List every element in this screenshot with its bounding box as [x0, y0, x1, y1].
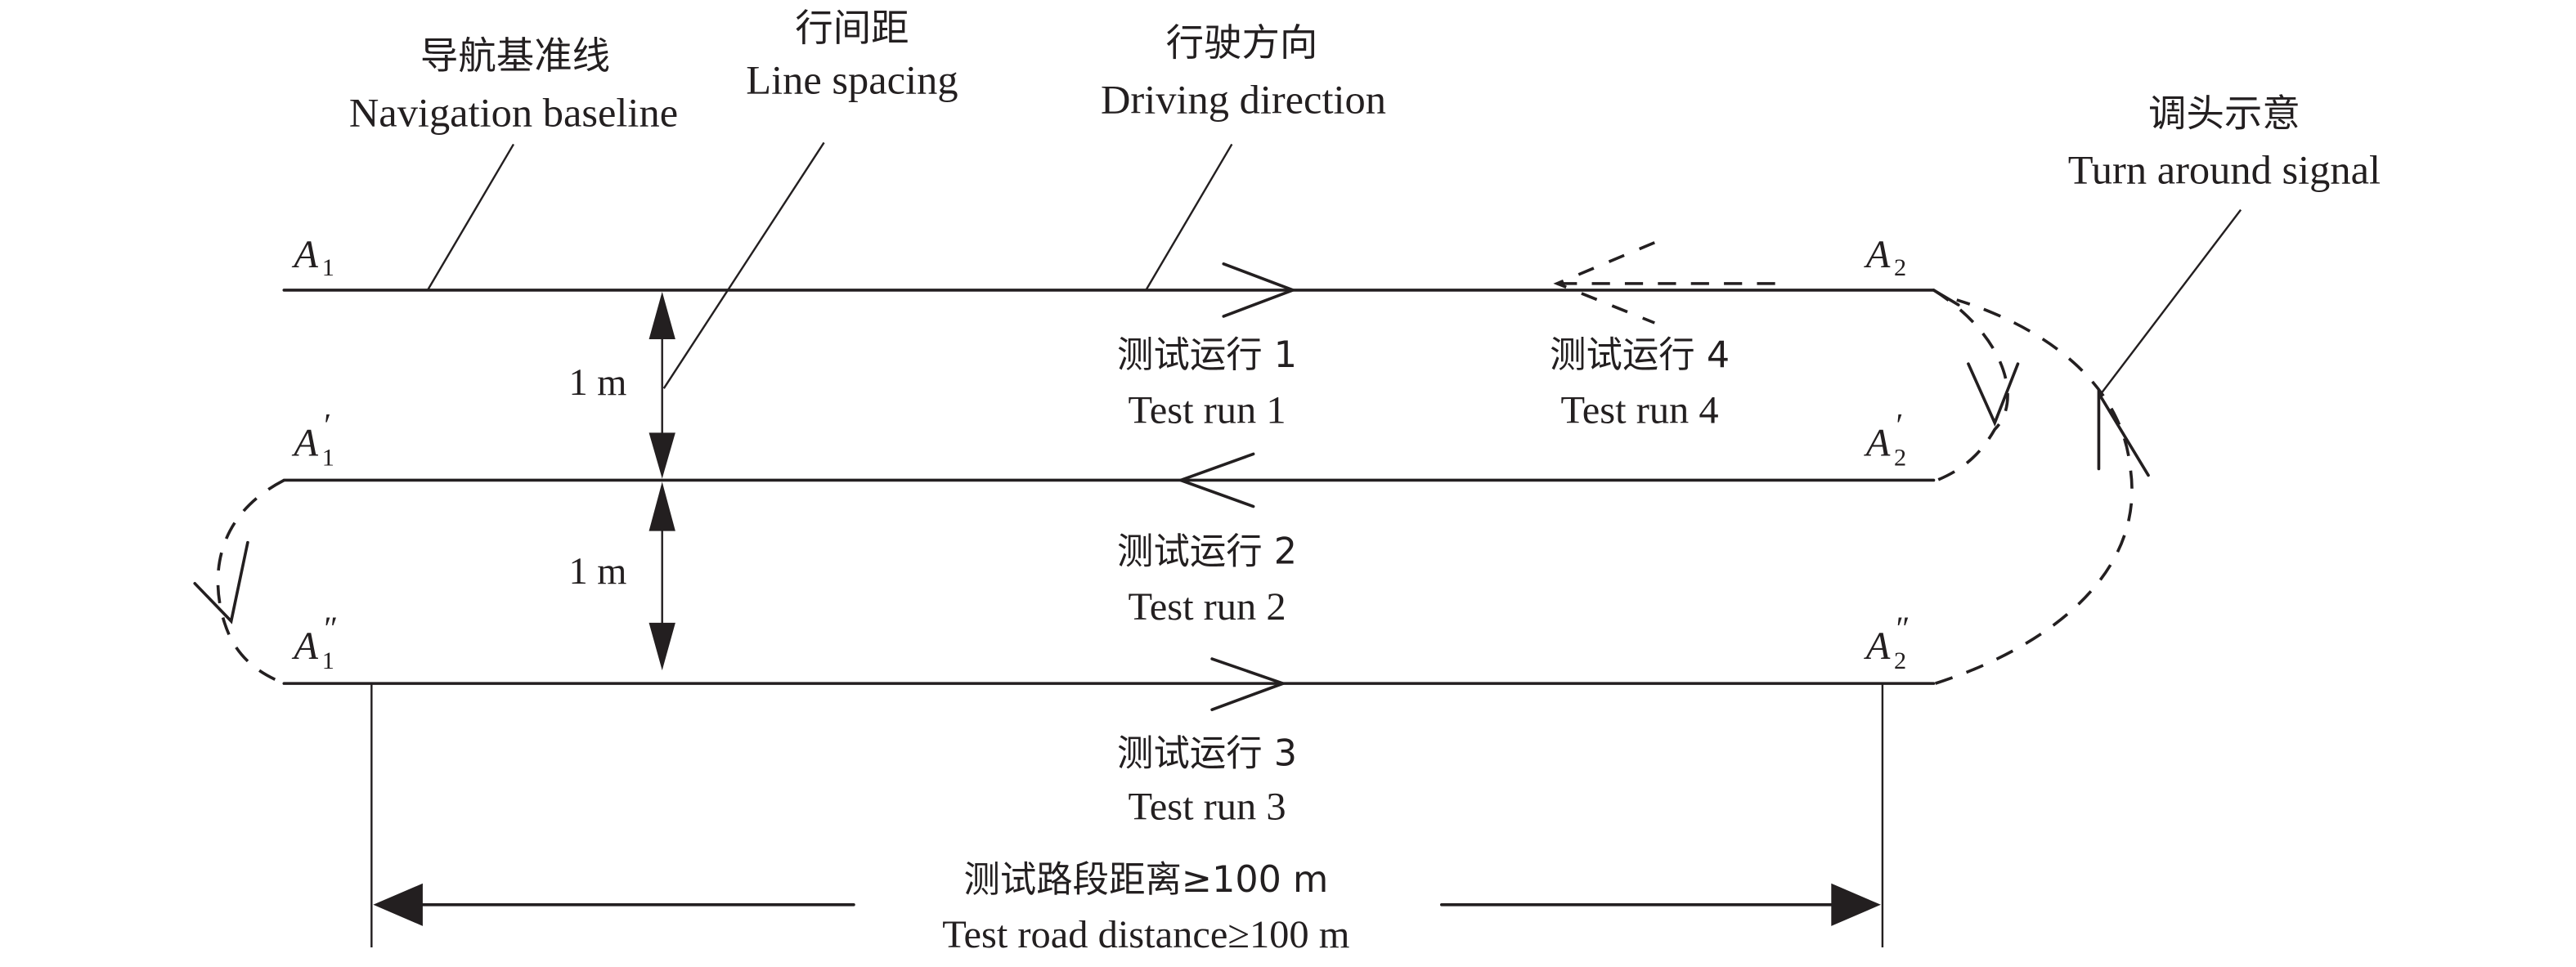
- svg-text:A: A: [1864, 422, 1891, 465]
- turn-around-zh: 调头示意: [2148, 92, 2300, 136]
- turn-around-leader: [2098, 208, 2242, 397]
- turn-around-arrow-icon: [2097, 387, 2150, 477]
- spacing-lower-label: 1 m: [568, 551, 626, 593]
- run-4-direction-arrow: [1553, 241, 1775, 325]
- svg-text:A: A: [291, 625, 318, 668]
- driving-direction-en: Driving direction: [1101, 77, 1386, 123]
- driving-direction-leader: [1145, 143, 1233, 291]
- svg-text:A: A: [1864, 233, 1891, 276]
- point-a1-double-prime: A 1 ″: [291, 610, 336, 674]
- driving-direction-zh: 行驶方向: [1166, 20, 1318, 65]
- point-a2: A 2: [1864, 233, 1906, 281]
- u-turn-right-outer: [1934, 298, 2150, 685]
- svg-text:测试运行 2: 测试运行 2: [1117, 531, 1297, 573]
- line-spacing-leader: [662, 141, 825, 389]
- u-turn-left: [193, 478, 285, 685]
- svg-text:2: 2: [1894, 253, 1906, 281]
- svg-text:2: 2: [1894, 647, 1906, 674]
- run-3-direction-arrow: [1210, 657, 1288, 712]
- navigation-baseline-en: Navigation baseline: [349, 90, 678, 136]
- svg-text:A: A: [1864, 625, 1891, 668]
- arrowhead-up-icon: [648, 291, 675, 340]
- arrowhead-down-icon: [648, 432, 675, 479]
- arrowhead-up-icon: [648, 481, 675, 531]
- spacing-upper-label: 1 m: [568, 362, 626, 404]
- spacing-dimension-upper: [648, 291, 675, 479]
- point-a1: A 1: [291, 233, 334, 281]
- svg-text:″: ″: [1894, 610, 1909, 647]
- svg-text:A: A: [291, 233, 318, 276]
- run-3-label: 测试运行 3 Test run 3: [1117, 733, 1297, 829]
- driving-direction-label: 行驶方向 Driving direction: [1101, 20, 1386, 122]
- run-2-label: 测试运行 2 Test run 2: [1117, 531, 1297, 629]
- run-2-direction-arrow: [1176, 452, 1255, 508]
- svg-text:Test run 2: Test run 2: [1129, 585, 1286, 629]
- point-a2-double-prime: A 2 ″: [1864, 610, 1909, 674]
- point-a1-prime: A 1 ′: [291, 406, 334, 471]
- svg-text:Test run 3: Test run 3: [1129, 786, 1286, 829]
- line-spacing-zh: 行间距: [795, 6, 909, 50]
- svg-text:1: 1: [322, 647, 334, 674]
- u-turn-arrow-icon: [1967, 362, 2020, 428]
- navigation-baseline-zh: 导航基准线: [420, 34, 610, 78]
- svg-text:测试运行 1: 测试运行 1: [1117, 334, 1297, 376]
- navigation-baseline-label: 导航基准线 Navigation baseline: [349, 34, 678, 135]
- line-spacing-label: 行间距 Line spacing: [746, 6, 958, 102]
- svg-text:测试运行 4: 测试运行 4: [1550, 334, 1730, 376]
- svg-text:Test run 4: Test run 4: [1561, 388, 1719, 432]
- svg-text:A: A: [291, 422, 318, 465]
- distance-label-zh: 测试路段距离≥100 m: [963, 859, 1328, 901]
- spacing-dimension-lower: [648, 481, 675, 671]
- arrowhead-down-icon: [648, 622, 675, 671]
- arrowhead-right-icon: [1831, 883, 1881, 926]
- u-turn-right-inner: [1932, 289, 2020, 482]
- distance-label-en: Test road distance≥100 m: [942, 913, 1349, 956]
- navigation-baseline-leader: [426, 143, 515, 291]
- arrowhead-left-icon: [373, 883, 423, 926]
- svg-text:1: 1: [322, 444, 334, 472]
- svg-text:′: ′: [1894, 406, 1902, 443]
- run-1-direction-arrow: [1222, 262, 1298, 318]
- run-4-label: 测试运行 4 Test run 4: [1550, 334, 1730, 432]
- svg-text:2: 2: [1894, 444, 1906, 472]
- u-turn-arrow-icon: [193, 540, 249, 625]
- svg-text:Test run 1: Test run 1: [1129, 388, 1286, 432]
- svg-text:测试运行 3: 测试运行 3: [1117, 733, 1297, 775]
- line-spacing-en: Line spacing: [746, 56, 958, 102]
- run-1-label: 测试运行 1 Test run 1: [1117, 334, 1297, 432]
- svg-text:″: ″: [322, 610, 337, 647]
- svg-text:1: 1: [322, 253, 334, 281]
- turn-around-label: 调头示意 Turn around signal: [2068, 92, 2381, 193]
- svg-text:′: ′: [322, 406, 330, 443]
- distance-dimension-arrow: [373, 883, 1881, 926]
- point-a2-prime: A 2 ′: [1864, 406, 1906, 471]
- turn-around-en: Turn around signal: [2068, 147, 2381, 193]
